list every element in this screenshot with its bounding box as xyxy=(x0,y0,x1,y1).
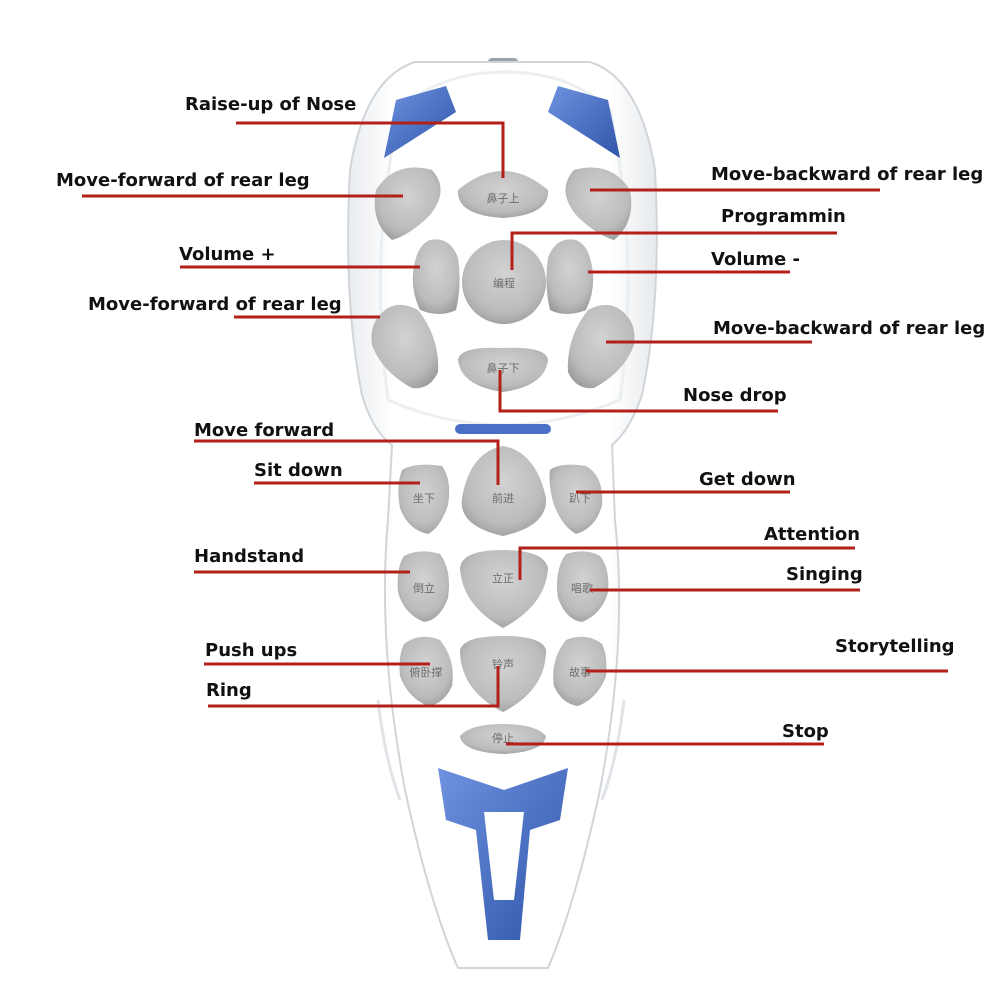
storytelling-button-text: 故事 xyxy=(569,665,591,679)
label-singing: Singing xyxy=(786,564,863,585)
stop-button-text: 停止 xyxy=(492,731,514,745)
label-stop: Stop xyxy=(782,721,829,742)
ring-button[interactable] xyxy=(460,636,546,712)
leader-raise-nose xyxy=(236,121,505,178)
label-volume-plus: Volume + xyxy=(179,244,276,265)
label-programmin: Programmin xyxy=(721,206,846,227)
rear-leg-backward-button-upper[interactable] xyxy=(565,167,632,241)
blue-indicator-bar xyxy=(455,424,551,434)
label-sit-down: Sit down xyxy=(254,460,343,481)
volume-plus-button[interactable] xyxy=(412,239,460,314)
label-move-forward-rear-leg-upper: Move-forward of rear leg xyxy=(56,170,310,191)
label-move-forward: Move forward xyxy=(194,420,335,441)
label-move-backward-rear-leg-lower: Move-backward of rear leg xyxy=(713,318,986,339)
label-ring: Ring xyxy=(206,680,252,701)
leader-attention xyxy=(518,546,855,580)
label-handstand: Handstand xyxy=(194,546,305,567)
label-raise-up-of-nose: Raise-up of Nose xyxy=(185,94,357,115)
label-storytelling: Storytelling xyxy=(835,636,955,657)
attention-button-text: 立正 xyxy=(492,571,514,585)
label-volume-minus: Volume - xyxy=(711,249,800,270)
right-side-groove xyxy=(600,699,626,801)
label-get-down: Get down xyxy=(699,469,796,490)
push-ups-button-text: 俯卧撑 xyxy=(410,665,443,679)
left-side-groove xyxy=(376,699,402,801)
label-move-backward-rear-leg-upper: Move-backward of rear leg xyxy=(711,164,984,185)
leader-move-forward xyxy=(194,439,500,485)
nose-up-button-text: 鼻子上 xyxy=(487,191,520,205)
move-forward-button[interactable] xyxy=(461,446,547,536)
program-button-text: 编程 xyxy=(493,276,515,290)
leader-programmin xyxy=(510,231,837,270)
get-down-button-text: 趴下 xyxy=(569,492,591,505)
storytelling-button[interactable] xyxy=(553,636,607,706)
nose-down-button-text: 鼻子下 xyxy=(487,361,520,375)
rear-leg-forward-button-lower[interactable] xyxy=(371,304,439,389)
nose-up-button[interactable] xyxy=(457,171,549,218)
white-v-insert xyxy=(484,812,524,900)
label-attention: Attention xyxy=(764,524,861,545)
ring-button-text: 铃声 xyxy=(492,657,514,671)
blue-accent-right xyxy=(548,86,620,158)
attention-button[interactable] xyxy=(460,550,548,628)
handstand-button-text: 倒立 xyxy=(413,581,435,595)
label-nose-drop: Nose drop xyxy=(683,385,787,406)
leader-lines xyxy=(82,121,948,746)
nose-down-button[interactable] xyxy=(458,347,548,392)
handstand-button[interactable] xyxy=(397,551,449,622)
move-forward-button-text: 前进 xyxy=(492,491,514,505)
stop-button[interactable] xyxy=(460,724,546,754)
leader-ring xyxy=(208,666,500,708)
leader-nose-drop xyxy=(498,370,778,413)
label-push-ups: Push ups xyxy=(205,640,298,661)
push-ups-button[interactable] xyxy=(399,636,453,706)
rear-leg-forward-button-upper[interactable] xyxy=(374,167,441,241)
get-down-button[interactable] xyxy=(549,464,603,534)
program-button[interactable] xyxy=(462,240,546,324)
sit-down-button-text: 坐下 xyxy=(413,492,435,505)
rear-leg-backward-button-lower[interactable] xyxy=(567,304,635,389)
volume-minus-button[interactable] xyxy=(546,239,594,314)
label-move-forward-rear-leg-lower: Move-forward of rear leg xyxy=(88,294,342,315)
singing-button[interactable] xyxy=(557,551,609,622)
singing-button-text: 唱歌 xyxy=(571,581,593,595)
